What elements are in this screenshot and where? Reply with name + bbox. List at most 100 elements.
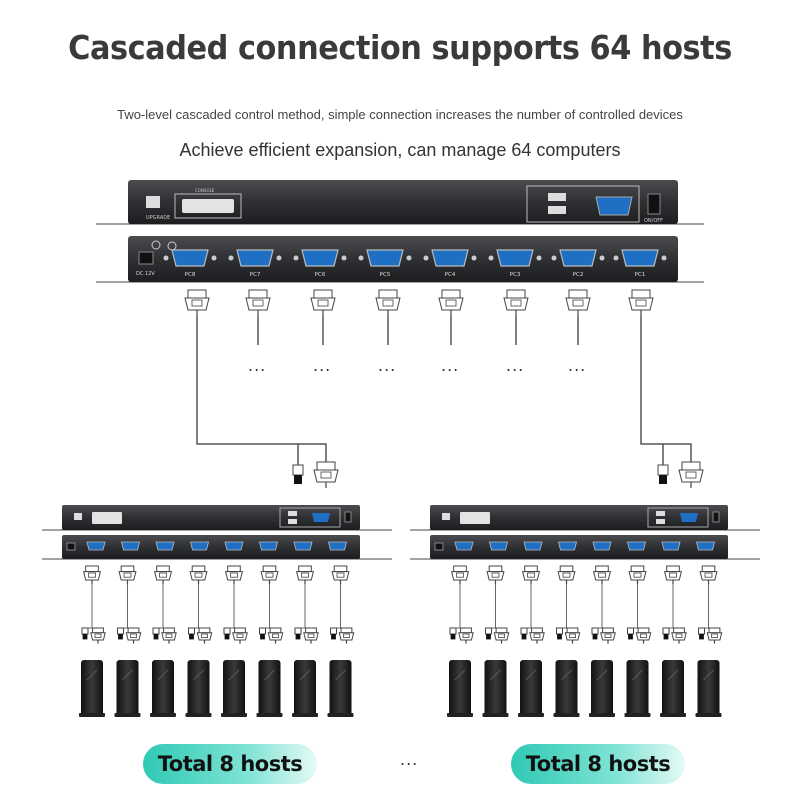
usb-plug-icon <box>188 627 195 640</box>
vga-port-pc5: PC5 <box>358 249 412 278</box>
port-label: PC1 <box>635 272 646 278</box>
pc-tower-icon <box>695 660 722 717</box>
usb-plug-icon <box>485 627 492 640</box>
pc-tower-icon <box>553 660 580 717</box>
groups-separator: ... <box>400 750 419 769</box>
vga-port-pc7: PC7 <box>228 249 282 278</box>
pc-tower-icon <box>221 660 247 717</box>
vga-port <box>327 541 348 551</box>
vga-plug-icon <box>313 461 339 488</box>
vga-plug-icon <box>375 289 401 316</box>
vga-plug-icon <box>125 627 142 644</box>
vga-plug-icon <box>678 461 704 488</box>
sub-kvm-front <box>62 505 360 530</box>
vga-port <box>523 541 543 551</box>
dvi-port <box>182 199 234 213</box>
cascade-link-left <box>196 320 327 465</box>
usb-plug-icon <box>259 627 266 640</box>
vga-plug-icon <box>90 627 106 644</box>
main-kvm-front: UPGRADE CONSOLE ON/OFF <box>96 180 704 225</box>
group-label-pill: Total 8 hosts <box>511 744 685 784</box>
usb-plug-icon <box>223 627 231 640</box>
port-label: PC7 <box>250 272 261 278</box>
vga-port-pc1: PC1 <box>613 249 667 278</box>
ellipsis: ... <box>378 356 397 375</box>
usb-a-port <box>548 206 566 214</box>
upgrade-label: UPGRADE <box>146 215 170 221</box>
vga-plug-icon <box>699 565 718 585</box>
vga-plug-icon <box>628 565 647 585</box>
power-jack <box>138 251 154 265</box>
vga-plug-icon <box>450 565 470 585</box>
sub-kvm-back <box>430 535 728 559</box>
ground-icon <box>151 240 161 250</box>
pc-tower-icon <box>447 660 473 717</box>
vga-plug-icon <box>295 565 315 585</box>
sub-kvm-back <box>62 535 360 559</box>
vga-port <box>189 541 210 551</box>
vga-plug-icon <box>196 627 213 644</box>
vga-port <box>293 541 313 551</box>
port-label: PC3 <box>510 272 521 278</box>
port-label: PC2 <box>573 272 584 278</box>
vga-port <box>695 541 716 551</box>
vga-plug-icon <box>184 289 210 316</box>
vga-port <box>155 541 175 551</box>
vga-port-pc2: PC2 <box>551 249 605 278</box>
usb-plug-icon <box>330 627 337 640</box>
ellipsis: ... <box>441 356 460 375</box>
page-subtitle: Two-level cascaded control method, simpl… <box>117 107 683 122</box>
port-label: PC5 <box>380 272 391 278</box>
vga-plug-icon <box>529 627 545 644</box>
vga-plug-icon <box>82 565 102 585</box>
vga-plug-icon <box>267 627 284 644</box>
usb-b-port <box>146 196 160 208</box>
usb-plug-icon <box>117 627 124 640</box>
vga-plug-icon <box>303 627 319 644</box>
vga-port <box>258 541 279 551</box>
power-label: DC 12V <box>136 271 155 277</box>
pc-tower-icon <box>114 660 141 717</box>
pc-tower-icon <box>256 660 283 717</box>
vga-plug-icon <box>331 565 350 585</box>
vga-port <box>592 541 612 551</box>
usb-plug-icon <box>520 627 528 640</box>
vga-plug-icon <box>600 627 616 644</box>
port-label: PC6 <box>315 272 326 278</box>
ellipsis: ... <box>506 356 525 375</box>
console-label: CONSOLE <box>195 188 215 193</box>
vga-port-pc8: PC8 <box>163 249 217 278</box>
sub-kvm-group-1 <box>42 505 392 717</box>
cascade-link-right <box>640 320 692 465</box>
vga-plug-icon <box>671 627 687 644</box>
pc-tower-icon <box>327 660 354 717</box>
vga-port-pc4: PC4 <box>423 249 477 278</box>
sub-kvm-front <box>430 505 728 530</box>
vga-plug-icon <box>161 627 177 644</box>
usb-plug-icon <box>698 627 705 640</box>
vga-plug-icon <box>503 289 529 316</box>
vga-plug-icon <box>592 565 612 585</box>
usb-a-port <box>548 193 566 201</box>
vga-console-port <box>595 196 633 216</box>
vga-plug-icon <box>438 289 464 316</box>
vga-port-pc6: PC6 <box>293 249 347 278</box>
vga-port <box>661 541 681 551</box>
usb-plug-icon <box>627 627 634 640</box>
vga-port <box>120 541 141 551</box>
ellipsis: ... <box>568 356 587 375</box>
vga-port <box>454 541 474 551</box>
ellipsis: ... <box>248 356 267 375</box>
usb-plug-icon <box>294 627 302 640</box>
vga-plug-icon <box>564 627 581 644</box>
pc-tower-icon <box>482 660 509 717</box>
usb-plug-icon <box>292 464 304 484</box>
usb-plug-icon <box>449 627 457 640</box>
vga-plug-icon <box>232 627 248 644</box>
vga-plug-icon <box>224 565 244 585</box>
page-tagline: Achieve efficient expansion, can manage … <box>179 140 621 160</box>
vga-plug-icon <box>260 565 279 585</box>
vga-plug-icon <box>493 627 510 644</box>
